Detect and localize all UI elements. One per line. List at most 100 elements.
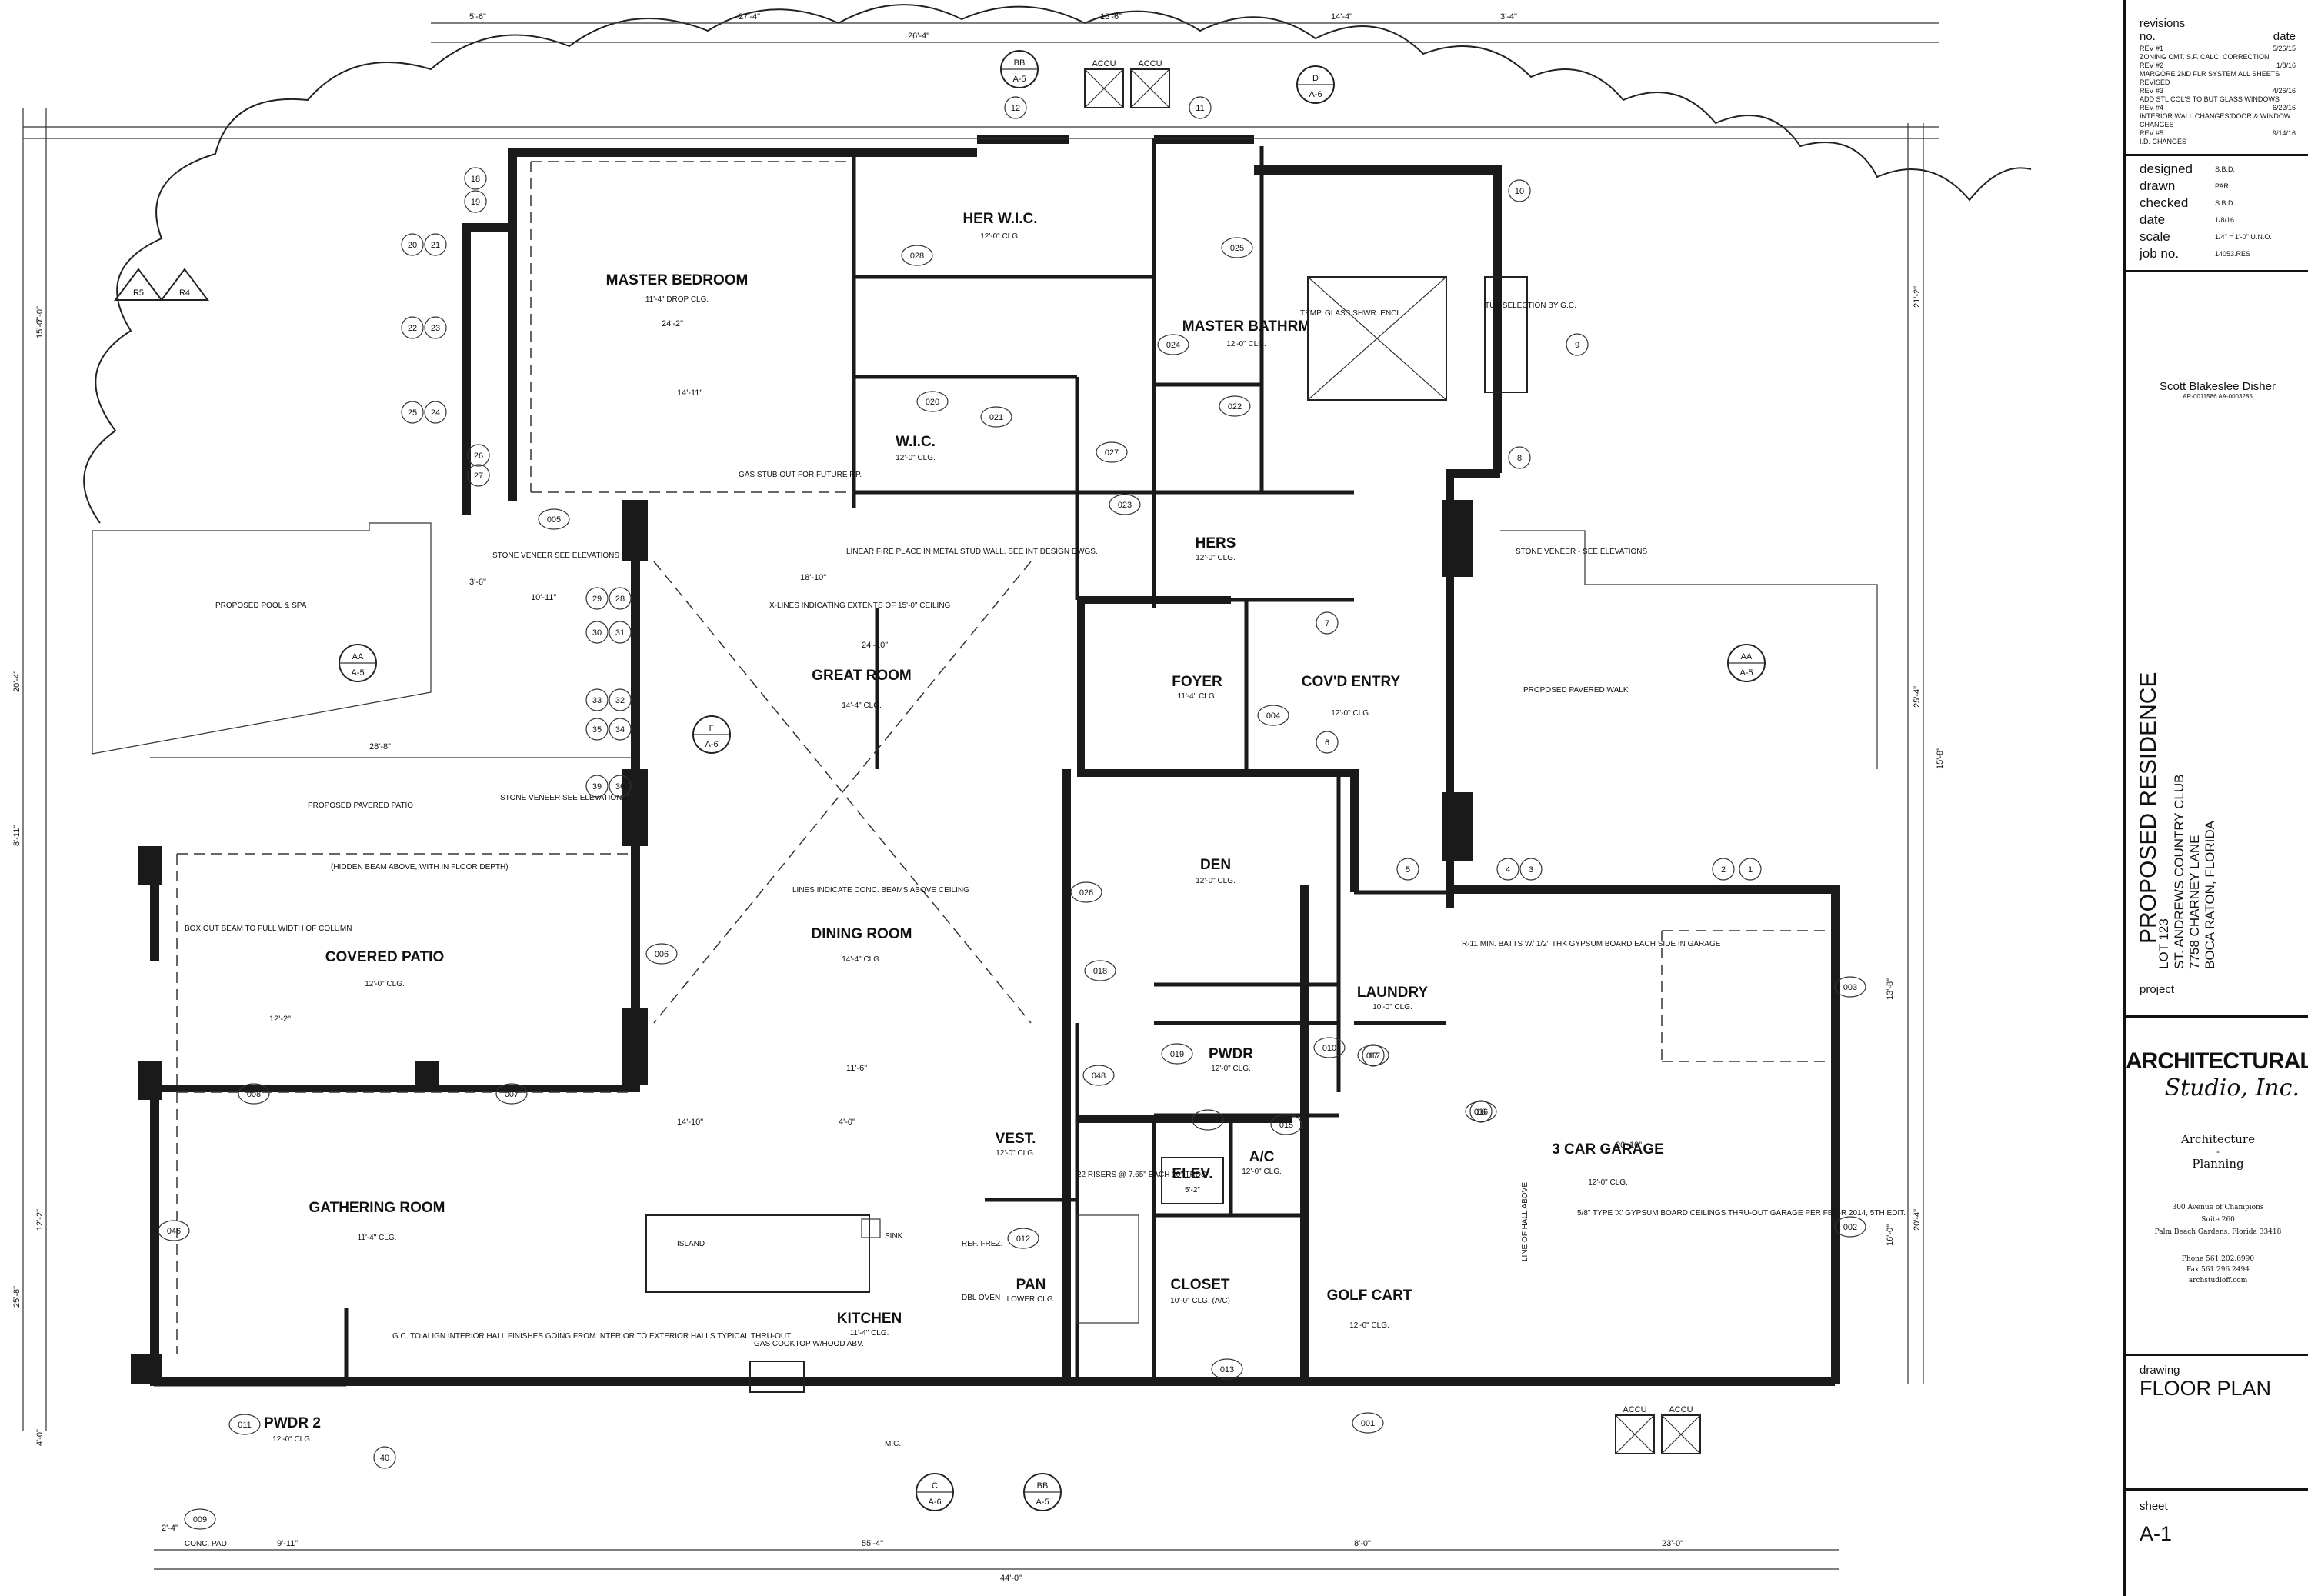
svg-text:12'-0" CLG.: 12'-0" CLG. <box>1349 1321 1389 1330</box>
svg-text:5'-2": 5'-2" <box>1185 1186 1200 1195</box>
svg-text:028: 028 <box>910 252 924 261</box>
svg-text:046: 046 <box>167 1227 181 1236</box>
svg-text:12'-0" CLG.: 12'-0" CLG. <box>996 1149 1036 1158</box>
drawing-label: drawing <box>2140 1364 2180 1377</box>
svg-text:40: 40 <box>380 1454 389 1463</box>
dim-misc-4: 28'-8" <box>369 742 391 751</box>
svg-text:003: 003 <box>1843 983 1857 992</box>
accu-units: ACCU ACCU ACCU ACCU <box>1084 59 1701 1454</box>
walk-outline <box>1500 530 1878 769</box>
dim-bottom-3: 23'-0" <box>1662 1539 1683 1548</box>
svg-text:025: 025 <box>1230 244 1244 253</box>
dim-top-3: 18'-6" <box>1100 12 1122 22</box>
svg-text:10'-0" CLG. (A/C): 10'-0" CLG. (A/C) <box>1170 1297 1230 1305</box>
dim-misc-3: 24'-10" <box>862 641 888 650</box>
svg-text:C: C <box>932 1481 938 1491</box>
dim-right-4: 13'-8" <box>1886 978 1895 1000</box>
svg-text:A-6: A-6 <box>705 740 718 749</box>
svg-text:PROPOSED PAVERED WALK: PROPOSED PAVERED WALK <box>1523 686 1629 695</box>
drawing-title: FLOOR PLAN <box>2140 1377 2272 1400</box>
svg-text:11'-4" CLG.: 11'-4" CLG. <box>850 1329 889 1338</box>
dim-top-5: 3'-4" <box>1500 12 1517 22</box>
svg-text:R-11 MIN. BATTS W/ 1/2" THK GY: R-11 MIN. BATTS W/ 1/2" THK GYPSUM BOARD… <box>1462 940 1721 948</box>
svg-text:015: 015 <box>1279 1121 1293 1130</box>
svg-text:A-6: A-6 <box>1309 90 1322 99</box>
room-covd-entry: COV'D ENTRY <box>1302 674 1401 690</box>
dim-right-2: 20'-4" <box>1913 1209 1922 1231</box>
svg-text:14'-4" CLG.: 14'-4" CLG. <box>842 701 882 710</box>
svg-text:11'-4" CLG.: 11'-4" CLG. <box>1178 692 1217 701</box>
kitchen-sink <box>861 1218 881 1238</box>
room-pwdr2: PWDR 2 <box>264 1415 321 1431</box>
svg-text:048: 048 <box>1092 1071 1106 1081</box>
room-dining: DINING ROOM <box>812 926 912 942</box>
svg-text:X-LINES INDICATING EXTENTS OF: X-LINES INDICATING EXTENTS OF 15'-0" CEI… <box>769 601 951 610</box>
svg-text:TEMP. GLASS SHWR. ENCL.: TEMP. GLASS SHWR. ENCL. <box>1300 309 1403 318</box>
svg-text:BB: BB <box>1037 1481 1049 1491</box>
svg-text:LINE OF HALL ABOVE: LINE OF HALL ABOVE <box>1521 1182 1529 1261</box>
dimension-lines <box>22 22 1939 1570</box>
dim-left-7: 7'-0" <box>35 306 45 323</box>
dim-misc-8: 4'-0" <box>839 1118 855 1127</box>
svg-text:014: 014 <box>1201 1116 1215 1125</box>
svg-text:29: 29 <box>592 595 602 604</box>
svg-text:ISLAND: ISLAND <box>677 1240 705 1248</box>
svg-text:027: 027 <box>1105 448 1119 458</box>
plan-notes: PROPOSED PAVERED PATIO PROPOSED PAVERED … <box>185 302 1906 1548</box>
svg-text:11'-4" CLG.: 11'-4" CLG. <box>358 1234 397 1242</box>
svg-text:LINES INDICATE CONC. BEAMS ABO: LINES INDICATE CONC. BEAMS ABOVE CEILING <box>792 886 969 895</box>
svg-text:8: 8 <box>1517 454 1522 463</box>
dim-misc-6: 12'-2" <box>269 1015 291 1024</box>
project-address: LOT 123 ST. ANDREWS COUNTRY CLUB 7758 CH… <box>2156 774 2217 969</box>
floor-plan-drawing: PROPOSED POOL & SPA <box>12 4 2032 1583</box>
svg-text:M.C.: M.C. <box>885 1440 901 1448</box>
room-pan: PAN <box>1016 1277 1046 1293</box>
svg-text:001: 001 <box>1361 1419 1375 1428</box>
svg-text:12'-0" CLG.: 12'-0" CLG. <box>896 454 936 462</box>
shower-enclosure <box>1307 276 1447 401</box>
dim-top-1: 5'-6" <box>469 12 486 22</box>
svg-text:002: 002 <box>1843 1223 1857 1232</box>
exterior-walls <box>150 135 1840 1386</box>
svg-text:LINEAR FIRE PLACE IN METAL STU: LINEAR FIRE PLACE IN METAL STUD WALL. SE… <box>846 548 1098 556</box>
ceiling-lines <box>176 161 1831 1354</box>
svg-text:022: 022 <box>1228 402 1242 411</box>
svg-text:A-5: A-5 <box>351 668 364 678</box>
svg-text:DBL OVEN: DBL OVEN <box>962 1294 1000 1302</box>
project-block: PROPOSED RESIDENCE LOT 123 ST. ANDREWS C… <box>2126 672 2308 1000</box>
dim-bottom-2: 8'-0" <box>1354 1539 1371 1548</box>
sheet-block: sheet A-1 <box>2126 1488 2308 1546</box>
svg-text:10: 10 <box>1515 187 1524 196</box>
gas-cooktop <box>749 1361 805 1393</box>
firm-contact: Phone 561.202.6990 Fax 561.296.2494 arch… <box>2181 1255 2255 1284</box>
svg-text:12'-0" CLG.: 12'-0" CLG. <box>272 1435 312 1444</box>
svg-text:34: 34 <box>615 725 625 735</box>
door-tags: 001 002 003 004 005 006 007 008 009 010 … <box>158 237 1866 1530</box>
svg-text:006: 006 <box>655 950 669 959</box>
svg-text:6: 6 <box>1325 738 1329 748</box>
svg-text:PROPOSED PAVERED PATIO: PROPOSED PAVERED PATIO <box>308 801 413 810</box>
dim-misc-9: 11'-6" <box>846 1064 867 1073</box>
svg-text:2: 2 <box>1721 865 1726 875</box>
bathtub <box>1484 276 1528 393</box>
svg-text:004: 004 <box>1266 711 1280 721</box>
svg-text:009: 009 <box>193 1515 207 1524</box>
svg-text:023: 023 <box>1118 501 1132 510</box>
revisions-header: no. date <box>2140 30 2296 43</box>
dim-right-6: 16'-0" <box>1886 1224 1895 1246</box>
svg-text:010: 010 <box>1322 1044 1336 1053</box>
svg-text:012: 012 <box>1016 1234 1030 1244</box>
svg-text:24: 24 <box>431 408 440 418</box>
rev-date-label: date <box>2273 30 2296 43</box>
svg-text:(HIDDEN BEAM ABOVE, WITH IN FL: (HIDDEN BEAM ABOVE, WITH IN FLOOR DEPTH) <box>331 863 509 871</box>
rev-no-label: no. <box>2140 30 2156 43</box>
room-foyer: FOYER <box>1172 674 1222 690</box>
architect-name: Scott Blakeslee Disher <box>2160 380 2276 393</box>
svg-text:19: 19 <box>471 198 480 207</box>
dim-misc-11: 3'-6" <box>469 578 486 587</box>
svg-text:12'-0" CLG.: 12'-0" CLG. <box>1588 1178 1628 1187</box>
project-label: project <box>2140 983 2175 996</box>
svg-text:12'-0" CLG.: 12'-0" CLG. <box>1226 340 1266 348</box>
svg-text:21: 21 <box>431 241 440 250</box>
